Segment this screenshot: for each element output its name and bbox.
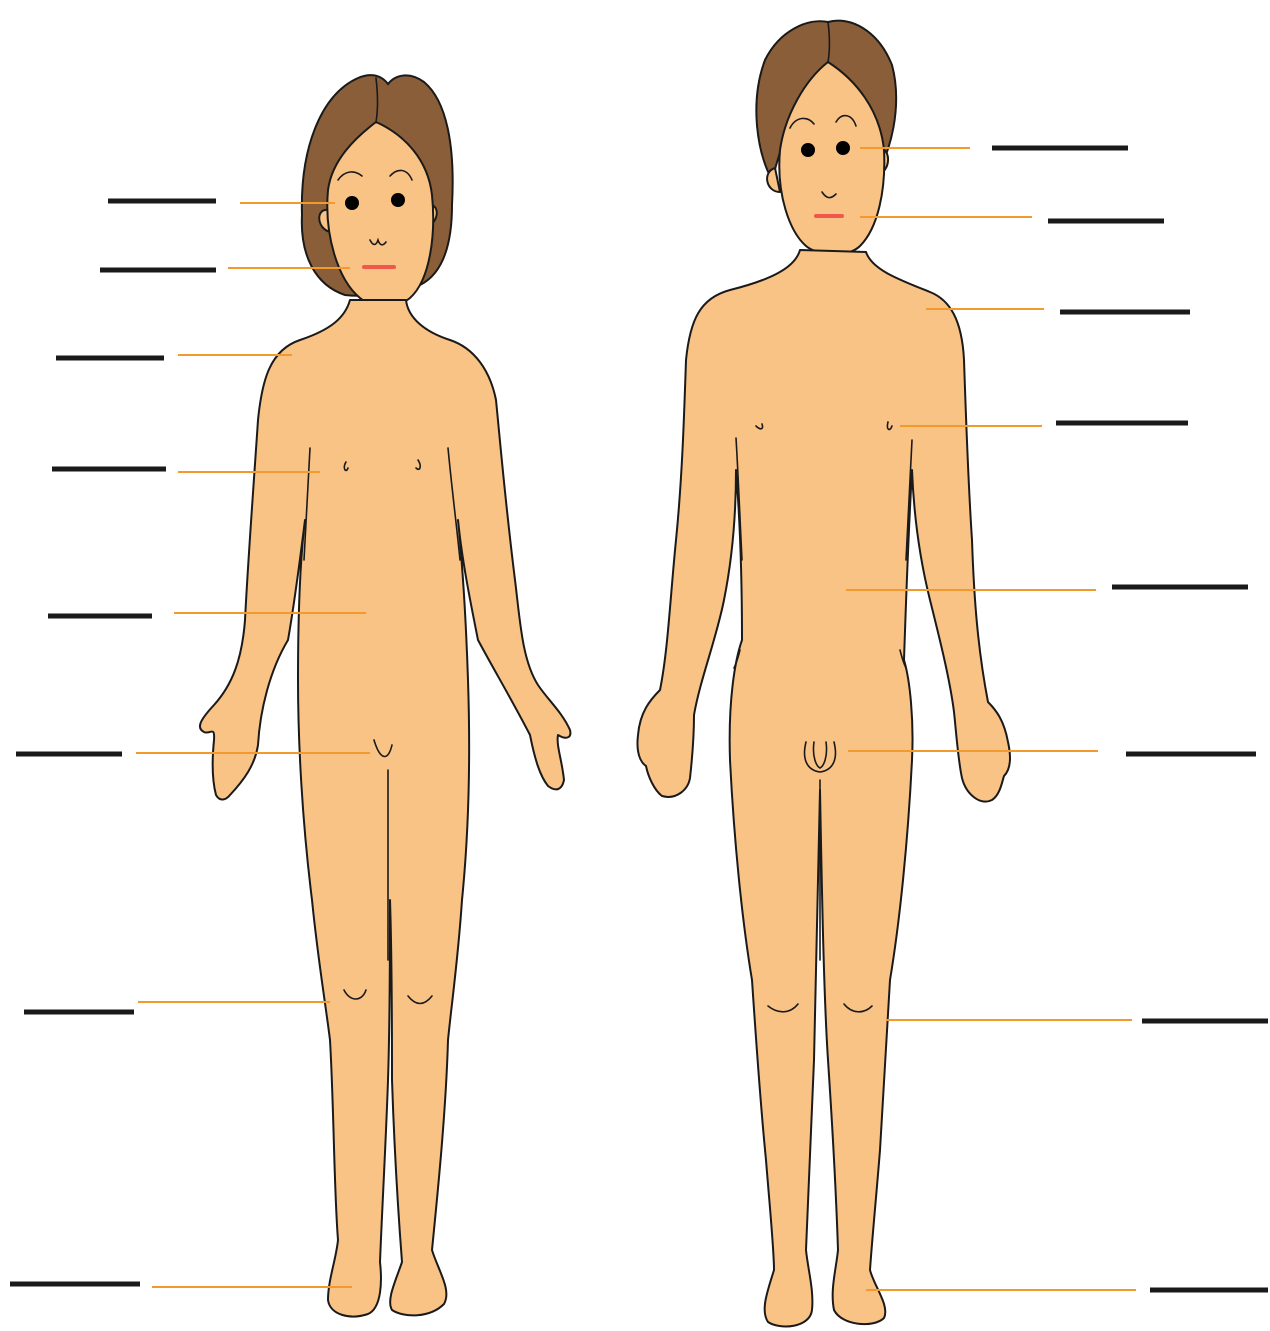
girl-figure [200, 75, 570, 1316]
girl-left-eye [345, 196, 359, 210]
girl-body [200, 300, 570, 1316]
boy-body [637, 250, 1010, 1326]
boy-left-ear [767, 168, 780, 192]
boy-right-eye [836, 141, 850, 155]
girl-right-eye [391, 193, 405, 207]
boy-left-eye [801, 143, 815, 157]
